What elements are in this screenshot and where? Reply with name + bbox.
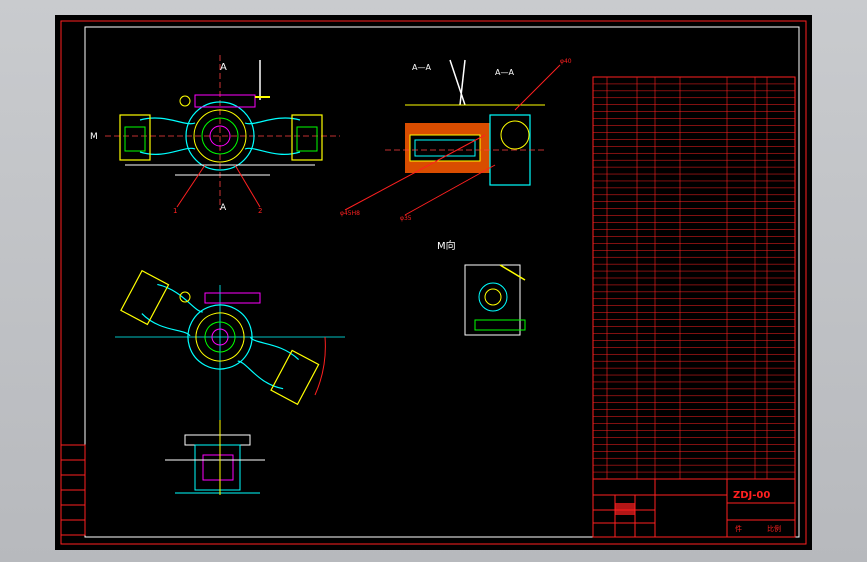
balloon-label-2: φ35 [400, 215, 412, 222]
outer-border [60, 20, 807, 545]
material-note: 件 [735, 524, 742, 533]
rotated-view [115, 269, 345, 455]
front-view: A A M [90, 55, 340, 215]
view-m-title: M向 [437, 239, 456, 252]
callout-1: 1 [173, 207, 177, 215]
view-m: M向 [437, 239, 526, 336]
title-block: ZDJ-00 件 比例 [592, 478, 796, 538]
bottom-view [165, 420, 265, 495]
section-view-a-a: A—A A—A φ45H8 φ35 φ40 [340, 58, 572, 222]
section-title-2: A—A [495, 68, 514, 77]
inner-border [84, 26, 800, 538]
view-m-label: M [90, 132, 98, 142]
parts-list-table [592, 76, 796, 480]
balloon-label-1: φ45H8 [340, 210, 360, 217]
balloon-label-3: φ40 [560, 58, 572, 65]
section-label-a-top: A [220, 62, 227, 73]
drawing-canvas[interactable]: A A M [55, 15, 812, 550]
section-label-a-bottom: A [220, 203, 227, 213]
revision-stamp [60, 444, 86, 536]
drawing-number: ZDJ-00 [733, 490, 770, 501]
cad-drawing: A A M [60, 20, 807, 545]
callout-2: 2 [258, 207, 262, 215]
section-title: A—A [412, 63, 431, 72]
scale-note: 比例 [767, 524, 781, 533]
